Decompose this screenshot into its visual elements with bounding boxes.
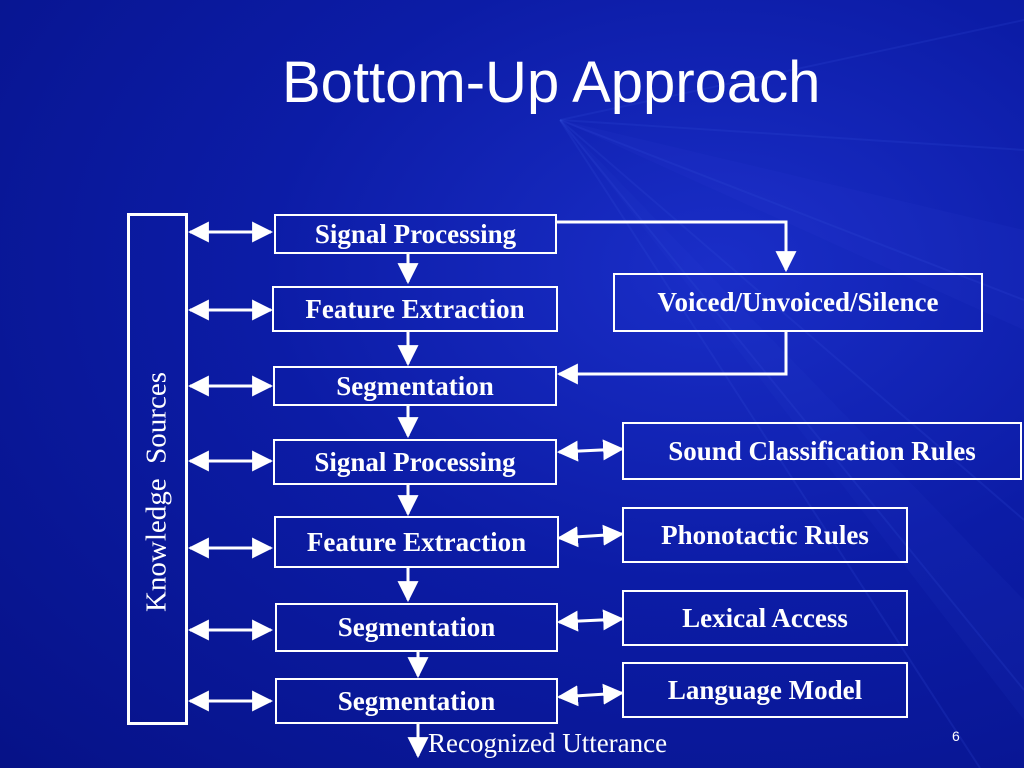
rule-box-lexical-access: Lexical Access (622, 590, 908, 646)
knowledge-sources-label: Knowledge Sources (140, 371, 173, 613)
rule-arrow-2 (556, 524, 625, 548)
pipeline-box-feature-extraction-2: Feature Extraction (274, 516, 559, 568)
pipeline-box-feature-extraction-1: Feature Extraction (272, 286, 558, 332)
rule-arrow-1 (556, 439, 625, 462)
rule-box-voiced-unvoiced-silence: Voiced/Unvoiced/Silence (613, 273, 983, 332)
pipeline-box-segmentation-2: Segmentation (275, 603, 558, 652)
pipeline-box-segmentation-1: Segmentation (273, 366, 557, 406)
vus-out-arrow (556, 332, 788, 385)
rule-arrow-4 (556, 683, 625, 707)
pipeline-box-signal-processing-2: Signal Processing (273, 439, 557, 485)
page-number: 6 (952, 728, 960, 744)
output-label: Recognized Utterance (428, 728, 668, 758)
rule-box-phonotactic: Phonotactic Rules (622, 507, 908, 563)
knowledge-sources-box (127, 213, 188, 725)
pipeline-box-signal-processing-1: Signal Processing (274, 214, 557, 254)
rule-box-language-model: Language Model (622, 662, 908, 718)
vus-in-arrow (556, 220, 797, 273)
pipeline-box-segmentation-3: Segmentation (275, 678, 558, 724)
slide-title: Bottom-Up Approach (282, 50, 821, 115)
rule-box-sound-classification: Sound Classification Rules (622, 422, 1022, 480)
rule-arrow-3 (556, 609, 625, 632)
